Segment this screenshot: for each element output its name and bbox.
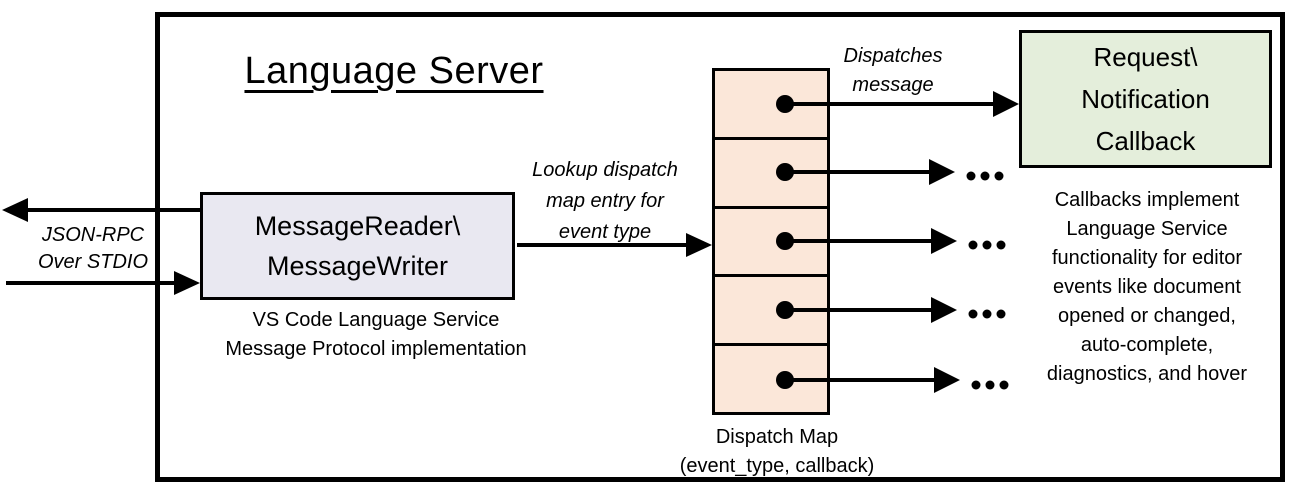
callbacks-note: Callbacks implement Language Service fun… <box>1046 189 1248 385</box>
message-box-caption: VS Code Language Service Message Protoco… <box>225 309 527 360</box>
dispatch-map-cell <box>715 343 827 412</box>
request-notification-callback-box: Request\ Notification Callback <box>1019 30 1272 168</box>
request-notification-callback-label: Request\ Notification Callback <box>1081 42 1210 156</box>
json-rpc-stdio-label: JSON-RPC Over STDIO <box>37 224 148 273</box>
dispatch-map-cell <box>715 71 827 137</box>
dispatch-map-caption: Dispatch Map (event_type, callback) <box>679 426 875 477</box>
dispatch-map-cell <box>715 136 827 206</box>
lookup-dispatch-label: Lookup dispatch map entry for event type <box>532 159 678 243</box>
message-reader-writer-label: MessageReader\ MessageWriter <box>254 211 461 281</box>
dispatch-map-cell <box>715 205 827 275</box>
language-server-boundary <box>155 12 1285 482</box>
dispatch-map-cell <box>715 274 827 344</box>
message-reader-writer-box: MessageReader\ MessageWriter <box>200 192 515 300</box>
diagram-title: Language Server <box>244 50 544 92</box>
dispatch-map <box>712 68 830 415</box>
dispatches-message-label: Dispatches message <box>843 45 943 96</box>
